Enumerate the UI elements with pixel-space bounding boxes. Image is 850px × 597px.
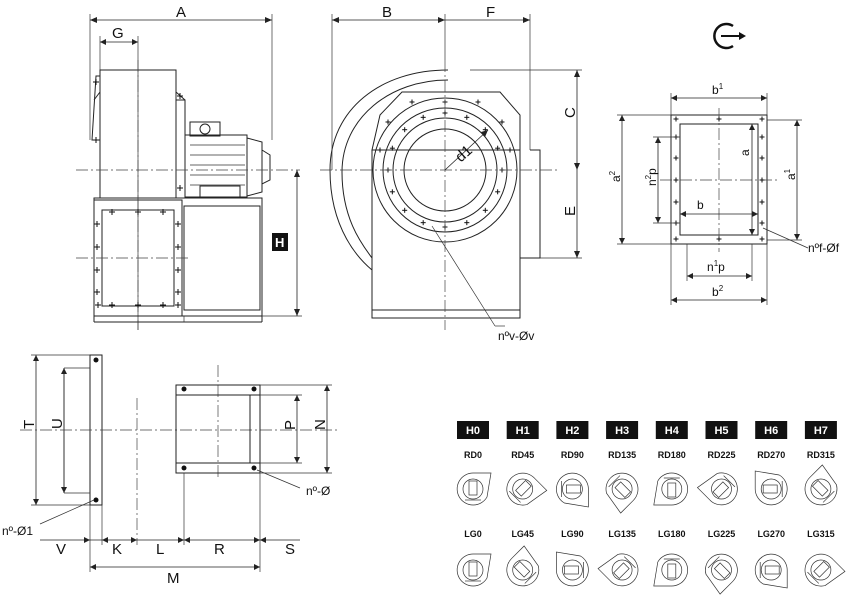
fan-position-icon [653,553,688,587]
position-code-box [457,421,489,439]
dim-label-M: M [167,570,180,587]
position-code-box [556,421,589,439]
position-code-h7: H7 [814,425,828,437]
position-code-h6: H6 [764,425,778,437]
fan-position-icon [605,472,639,514]
dim-label-C: C [562,107,579,118]
dim-label-G: G [112,25,124,42]
position-label-rd270: RD270 [757,450,785,460]
dim-label-a1: a1 [783,168,798,180]
position-code-box [506,421,539,439]
fan-position-icon [653,472,688,506]
position-code-box [804,421,837,439]
fan-position-icon [556,551,589,587]
dim-label-E: E [562,206,579,216]
position-label-lg270: LG270 [757,529,785,539]
outlet-flange-view: b1 b2 n1p b a a1 [608,82,840,305]
position-label-lg180: LG180 [658,529,686,539]
position-label-rd0: RD0 [464,450,482,460]
dim-label-H: H [275,235,284,250]
front-view: A G [76,4,302,330]
position-label-rd180: RD180 [658,450,686,460]
dim-label-b1: b1 [712,82,724,97]
dim-label-S: S [285,541,295,558]
fan-position-icon [456,553,492,587]
position-code-box [705,421,738,439]
dim-label-R: R [214,541,225,558]
fan-position-icon [456,472,492,506]
callout-n-d: nº-Ø [306,484,330,498]
dim-label-n2p: n2p [644,168,659,186]
rotation-clockwise-icon [713,22,746,50]
fan-position-icon [804,553,846,587]
position-label-lg135: LG135 [608,529,636,539]
position-label-lg0: LG0 [464,529,482,539]
callout-nf-df: nºf-Øf [808,241,840,255]
dim-label-L: L [156,541,164,558]
position-code-box [606,421,639,439]
side-view: B F C E d1 nºv-Øv [320,4,582,343]
base-view: T U P N nº-Ø nº-Ø1 [2,354,340,587]
position-code-h1: H1 [516,425,530,437]
dim-label-T: T [21,420,38,429]
position-label-rd315: RD315 [807,450,835,460]
dim-label-F: F [486,4,495,21]
fan-position-icon [754,553,788,589]
position-code-h2: H2 [565,425,579,437]
dim-label-B: B [382,4,392,21]
dim-label-n1p: n1p [707,259,725,274]
dim-label-d1: d1 [452,142,476,166]
dim-label-b2: b2 [712,284,724,299]
fan-position-icon [696,472,738,506]
position-code-box [655,421,688,439]
fan-position-icon [705,553,738,595]
position-label-rd90: RD90 [561,450,584,460]
position-code-h0: H0 [466,425,480,437]
position-label-lg45: LG45 [511,529,534,539]
fan-position-icon [597,553,639,587]
dim-label-a: a [738,149,752,156]
fan-position-icon [804,464,838,506]
position-label-lg90: LG90 [561,529,584,539]
position-code-box [755,421,788,439]
fan-position-icon [754,470,788,506]
position-label-lg225: LG225 [708,529,736,539]
position-code-h3: H3 [615,425,629,437]
position-label-lg315: LG315 [807,529,835,539]
fan-position-icon [506,472,548,506]
position-code-h4: H4 [665,425,680,437]
dim-label-U: U [49,418,66,429]
dim-label-N: N [312,419,329,430]
dim-label-A: A [176,4,186,21]
dim-label-V: V [56,541,66,558]
position-code-h5: H5 [714,425,728,437]
position-label-rd135: RD135 [608,450,636,460]
dim-label-b: b [697,198,704,212]
dim-label-K: K [112,541,122,558]
position-label-rd45: RD45 [511,450,534,460]
callout-n-d1: nº-Ø1 [2,524,33,538]
position-label-rd225: RD225 [707,450,735,460]
fan-position-icon [556,472,589,508]
fan-position-icon [506,545,540,587]
callout-nv-dv: nºv-Øv [498,329,534,343]
dim-label-a2: a2 [608,170,623,182]
dim-label-P: P [282,420,299,430]
